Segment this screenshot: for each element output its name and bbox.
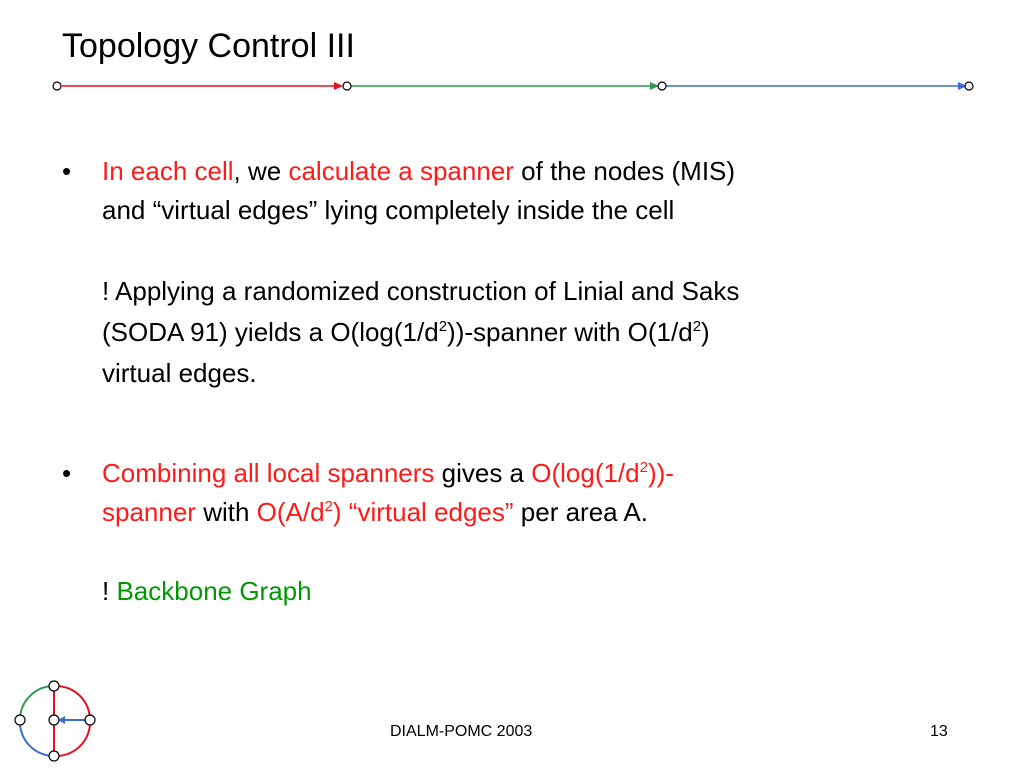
- superscript: 2: [692, 318, 702, 335]
- highlight-text: calculate a spanner: [288, 156, 514, 186]
- slide-title: Topology Control III: [62, 27, 355, 65]
- bullet-2: • Combining all local spanners gives a O…: [62, 454, 962, 612]
- bullet-1-line-1: • In each cell, we calculate a spanner o…: [62, 152, 962, 191]
- superscript: 2: [639, 459, 648, 476]
- superscript: 2: [324, 498, 333, 515]
- bullet-dot: •: [62, 458, 72, 488]
- highlight-text: ))-: [647, 458, 674, 488]
- superscript: 2: [438, 318, 448, 335]
- bullet-2-sub-line-1: ! Backbone Graph: [62, 571, 962, 612]
- highlight-text: In each cell: [102, 156, 234, 186]
- body-text: ))-spanner with O(1/d: [447, 317, 693, 347]
- highlight-text: O(A/d: [256, 497, 325, 527]
- highlight-text: spanner: [102, 497, 196, 527]
- highlight-text: ) “virtual edges”: [332, 497, 514, 527]
- spacer: [62, 230, 962, 271]
- bullet-1: • In each cell, we calculate a spanner o…: [62, 152, 962, 394]
- highlight-text: O(log(1/d: [531, 458, 640, 488]
- title-rule-icon: [52, 81, 974, 91]
- highlight-text: Combining all local spanners: [102, 458, 435, 488]
- bullet-dot: •: [62, 156, 72, 186]
- implication-arrow: !: [102, 276, 110, 306]
- body-text: of the nodes (MIS): [513, 156, 736, 186]
- spanner-graph-logo-icon: [14, 680, 96, 762]
- highlight-text-green: Backbone Graph: [116, 576, 312, 606]
- bullet-2-line-1: • Combining all local spanners gives a O…: [62, 454, 962, 493]
- spacer: [62, 532, 962, 571]
- body-text: with: [195, 497, 257, 527]
- body-text: and “virtual edges” lying completely ins…: [102, 195, 675, 225]
- body-text: , we: [233, 156, 289, 186]
- body-text: ): [701, 317, 710, 347]
- body-text: gives a: [434, 458, 532, 488]
- body-text: per area A.: [513, 497, 648, 527]
- body-text: (SODA 91) yields a O(log(1/d: [102, 317, 439, 347]
- implication-arrow: !: [102, 576, 110, 606]
- bullet-1-sub-line-1: ! Applying a randomized construction of …: [62, 271, 962, 312]
- footer-page-number: 13: [930, 723, 948, 740]
- bullet-1-sub-line-3: virtual edges.: [62, 353, 962, 394]
- body-text: Applying a randomized construction of Li…: [109, 276, 740, 306]
- bullet-2-line-2: spanner with O(A/d2) “virtual edges” per…: [62, 493, 962, 532]
- footer-conference: DIALM-POMC 2003: [390, 723, 533, 740]
- body-text: virtual edges.: [102, 358, 257, 388]
- bullet-1-sub-line-2: (SODA 91) yields a O(log(1/d2))-spanner …: [62, 312, 962, 353]
- bullet-1-line-2: and “virtual edges” lying completely ins…: [62, 191, 962, 230]
